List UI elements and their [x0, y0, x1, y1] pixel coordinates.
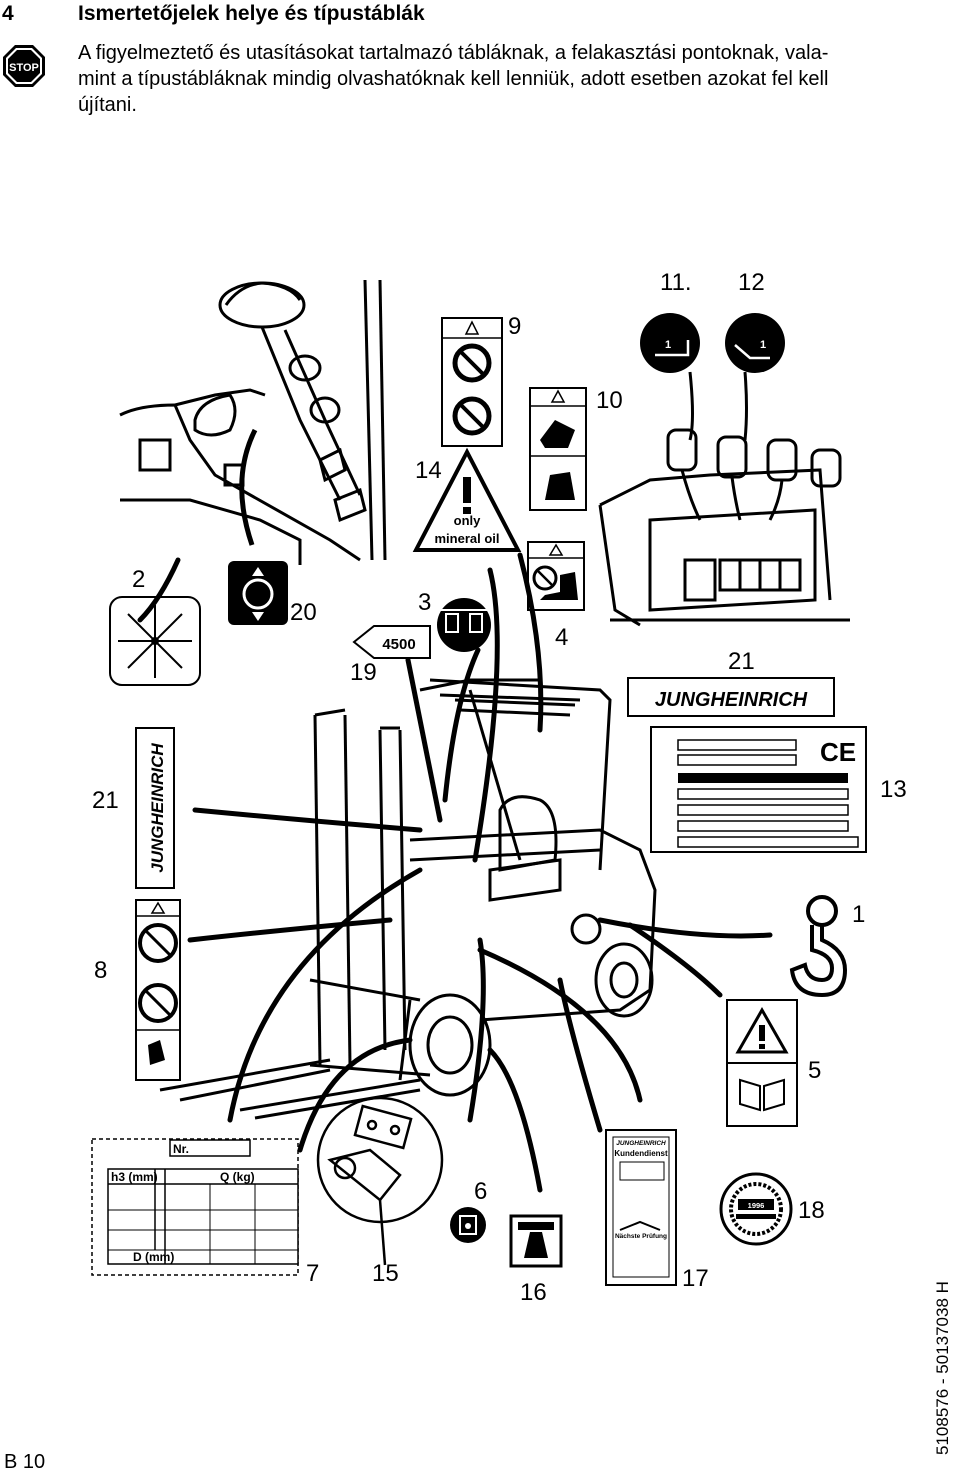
sign-17-service-sticker: JUNGHEINRICH Kundendienst Nächste Prüfun… — [605, 1129, 677, 1286]
sign-18-inspection-seal: 1996 — [719, 1172, 793, 1246]
sign-20-steering — [228, 561, 288, 625]
callout-8: 8 — [94, 957, 107, 984]
svg-text:JUNGHEINRICH: JUNGHEINRICH — [148, 743, 167, 873]
svg-text:Q (kg): Q (kg) — [220, 1170, 255, 1184]
intro-paragraph: A figyelmeztető és utasításokat tartalma… — [78, 40, 940, 118]
sign-1-crane-hook — [789, 895, 848, 998]
control-console-drawing — [598, 371, 850, 627]
svg-text:1: 1 — [760, 339, 766, 351]
sign-4-no-passengers — [527, 541, 585, 611]
intro-line: újítani. — [78, 94, 137, 116]
svg-text:Kundendienst: Kundendienst — [614, 1149, 668, 1158]
callout-18: 18 — [798, 1197, 825, 1224]
sign-14-mineral-oil: only mineral oil — [412, 447, 522, 552]
callout-3: 3 — [418, 589, 431, 616]
callout-7: 7 — [306, 1260, 319, 1287]
sign-3-fork-symbol — [437, 598, 491, 652]
intro-line: A figyelmeztető és utasításokat tartalma… — [78, 42, 829, 64]
sign-15-lashing-point-detail — [316, 1096, 444, 1266]
svg-text:JUNGHEINRICH: JUNGHEINRICH — [655, 689, 808, 711]
leader-lines — [137, 552, 773, 1193]
sign-10-stability — [529, 387, 587, 511]
sign-2-lever-functions — [109, 596, 201, 686]
sign-7-load-chart: Nr. h3 (mm) Q (kg) D (mm) — [91, 1138, 299, 1276]
callout-13: 13 — [880, 776, 907, 803]
sign-21-brand-horizontal: JUNGHEINRICH — [627, 677, 835, 717]
callout-16: 16 — [520, 1279, 547, 1300]
callout-5: 5 — [808, 1057, 821, 1084]
callout-10: 10 — [596, 387, 623, 414]
svg-text:only: only — [454, 513, 481, 528]
callout-21-top: 21 — [728, 648, 755, 675]
svg-text:1: 1 — [665, 339, 671, 351]
intro-line: mint a típustábláknak mindig olvashatókn… — [78, 68, 829, 90]
callout-1: 1 — [852, 901, 865, 928]
sign-21-brand-vertical: JUNGHEINRICH — [135, 727, 175, 889]
sign-8-warning-column — [135, 899, 181, 1081]
svg-text:Nr.: Nr. — [173, 1142, 189, 1156]
sign-16-jack-point — [509, 1214, 563, 1268]
svg-text:1996: 1996 — [748, 1201, 765, 1210]
callout-9: 9 — [508, 313, 521, 340]
callout-19: 19 — [350, 659, 377, 686]
forklift-diagram: 9 only mineral oil 14 10 1 1 11. 12 — [91, 269, 907, 1306]
svg-text:h3 (mm): h3 (mm) — [111, 1170, 158, 1184]
svg-text:D (mm): D (mm) — [133, 1250, 174, 1264]
callout-14: 14 — [415, 457, 442, 484]
callout-21-side: 21 — [92, 787, 119, 814]
sign-5-read-manual — [726, 999, 798, 1127]
forklift-body-drawing — [159, 678, 657, 1120]
steering-area-drawing — [119, 279, 387, 565]
callout-12: 12 — [738, 269, 765, 296]
section-title: Ismertetőjelek helye és típustáblák — [78, 2, 425, 25]
svg-text:CE: CE — [820, 737, 856, 767]
svg-text:Nächste Prüfung: Nächste Prüfung — [615, 1233, 667, 1240]
sign-19-capacity: 4500 — [352, 625, 431, 659]
callout-2: 2 — [132, 566, 145, 593]
svg-text:STOP: STOP — [9, 62, 39, 74]
svg-text:mineral oil: mineral oil — [434, 531, 499, 546]
svg-text:JUNGHEINRICH: JUNGHEINRICH — [616, 1140, 666, 1147]
callout-20: 20 — [290, 599, 317, 626]
callout-17: 17 — [682, 1265, 709, 1292]
callout-11: 11. — [660, 269, 692, 296]
section-number: 4 — [2, 2, 14, 25]
callout-15: 15 — [372, 1260, 399, 1287]
document-code: 5108576 - 50137038 H — [933, 1281, 952, 1455]
sign-6-lifting-point — [450, 1207, 486, 1243]
page-number: B 10 — [4, 1451, 46, 1473]
svg-text:4500: 4500 — [382, 636, 415, 653]
callout-4: 4 — [555, 624, 568, 651]
sign-9-no-standing — [441, 317, 503, 447]
sign-11-lift-lever: 1 — [640, 313, 700, 373]
callout-6: 6 — [474, 1178, 487, 1205]
stop-sign-icon: STOP — [3, 45, 45, 87]
label-location-figure: 9 only mineral oil 14 10 1 1 11. 12 — [0, 260, 960, 1306]
sign-13-type-plate: CE — [650, 726, 867, 853]
sign-12-tilt-lever: 1 — [725, 313, 785, 373]
